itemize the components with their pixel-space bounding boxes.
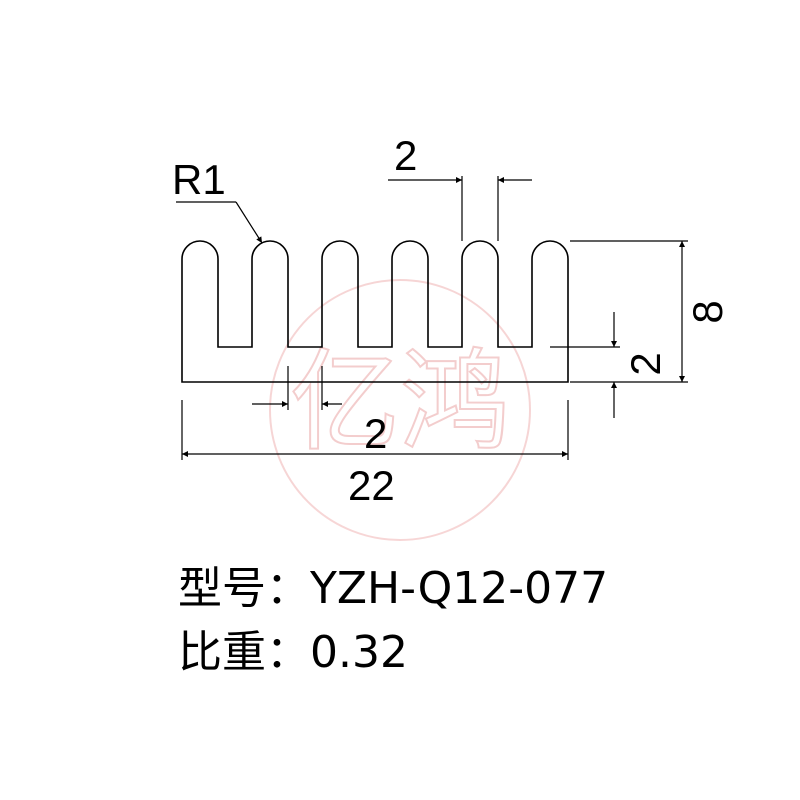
base-thickness-dimension: 2 [550, 312, 669, 418]
model-line: 型号：YZH-Q12-077 [178, 552, 608, 616]
weight-line: 比重：0.32 [178, 616, 408, 680]
model-label: 型号： [178, 563, 310, 614]
watermark-text: 亿鸿 [290, 338, 510, 466]
fin-gap-label: 2 [364, 410, 387, 457]
radius-dimension: R1 [172, 156, 263, 244]
total-width-label: 22 [348, 462, 395, 509]
height-dimension: 8 [570, 240, 731, 383]
fin-width-dimension: 2 [388, 132, 532, 241]
fin-gap-dimension: 2 [252, 366, 387, 457]
fin-width-label: 2 [394, 132, 417, 179]
model-value: YZH-Q12-077 [310, 563, 609, 614]
total-width-dimension: 22 [181, 400, 569, 509]
heatsink-profile [181, 240, 569, 383]
height-label: 8 [684, 300, 731, 323]
weight-value: 0.32 [310, 627, 408, 678]
watermark: 亿鸿 [269, 279, 531, 541]
base-thickness-label: 2 [622, 352, 669, 375]
weight-label: 比重： [178, 627, 310, 678]
radius-label: R1 [172, 156, 226, 203]
